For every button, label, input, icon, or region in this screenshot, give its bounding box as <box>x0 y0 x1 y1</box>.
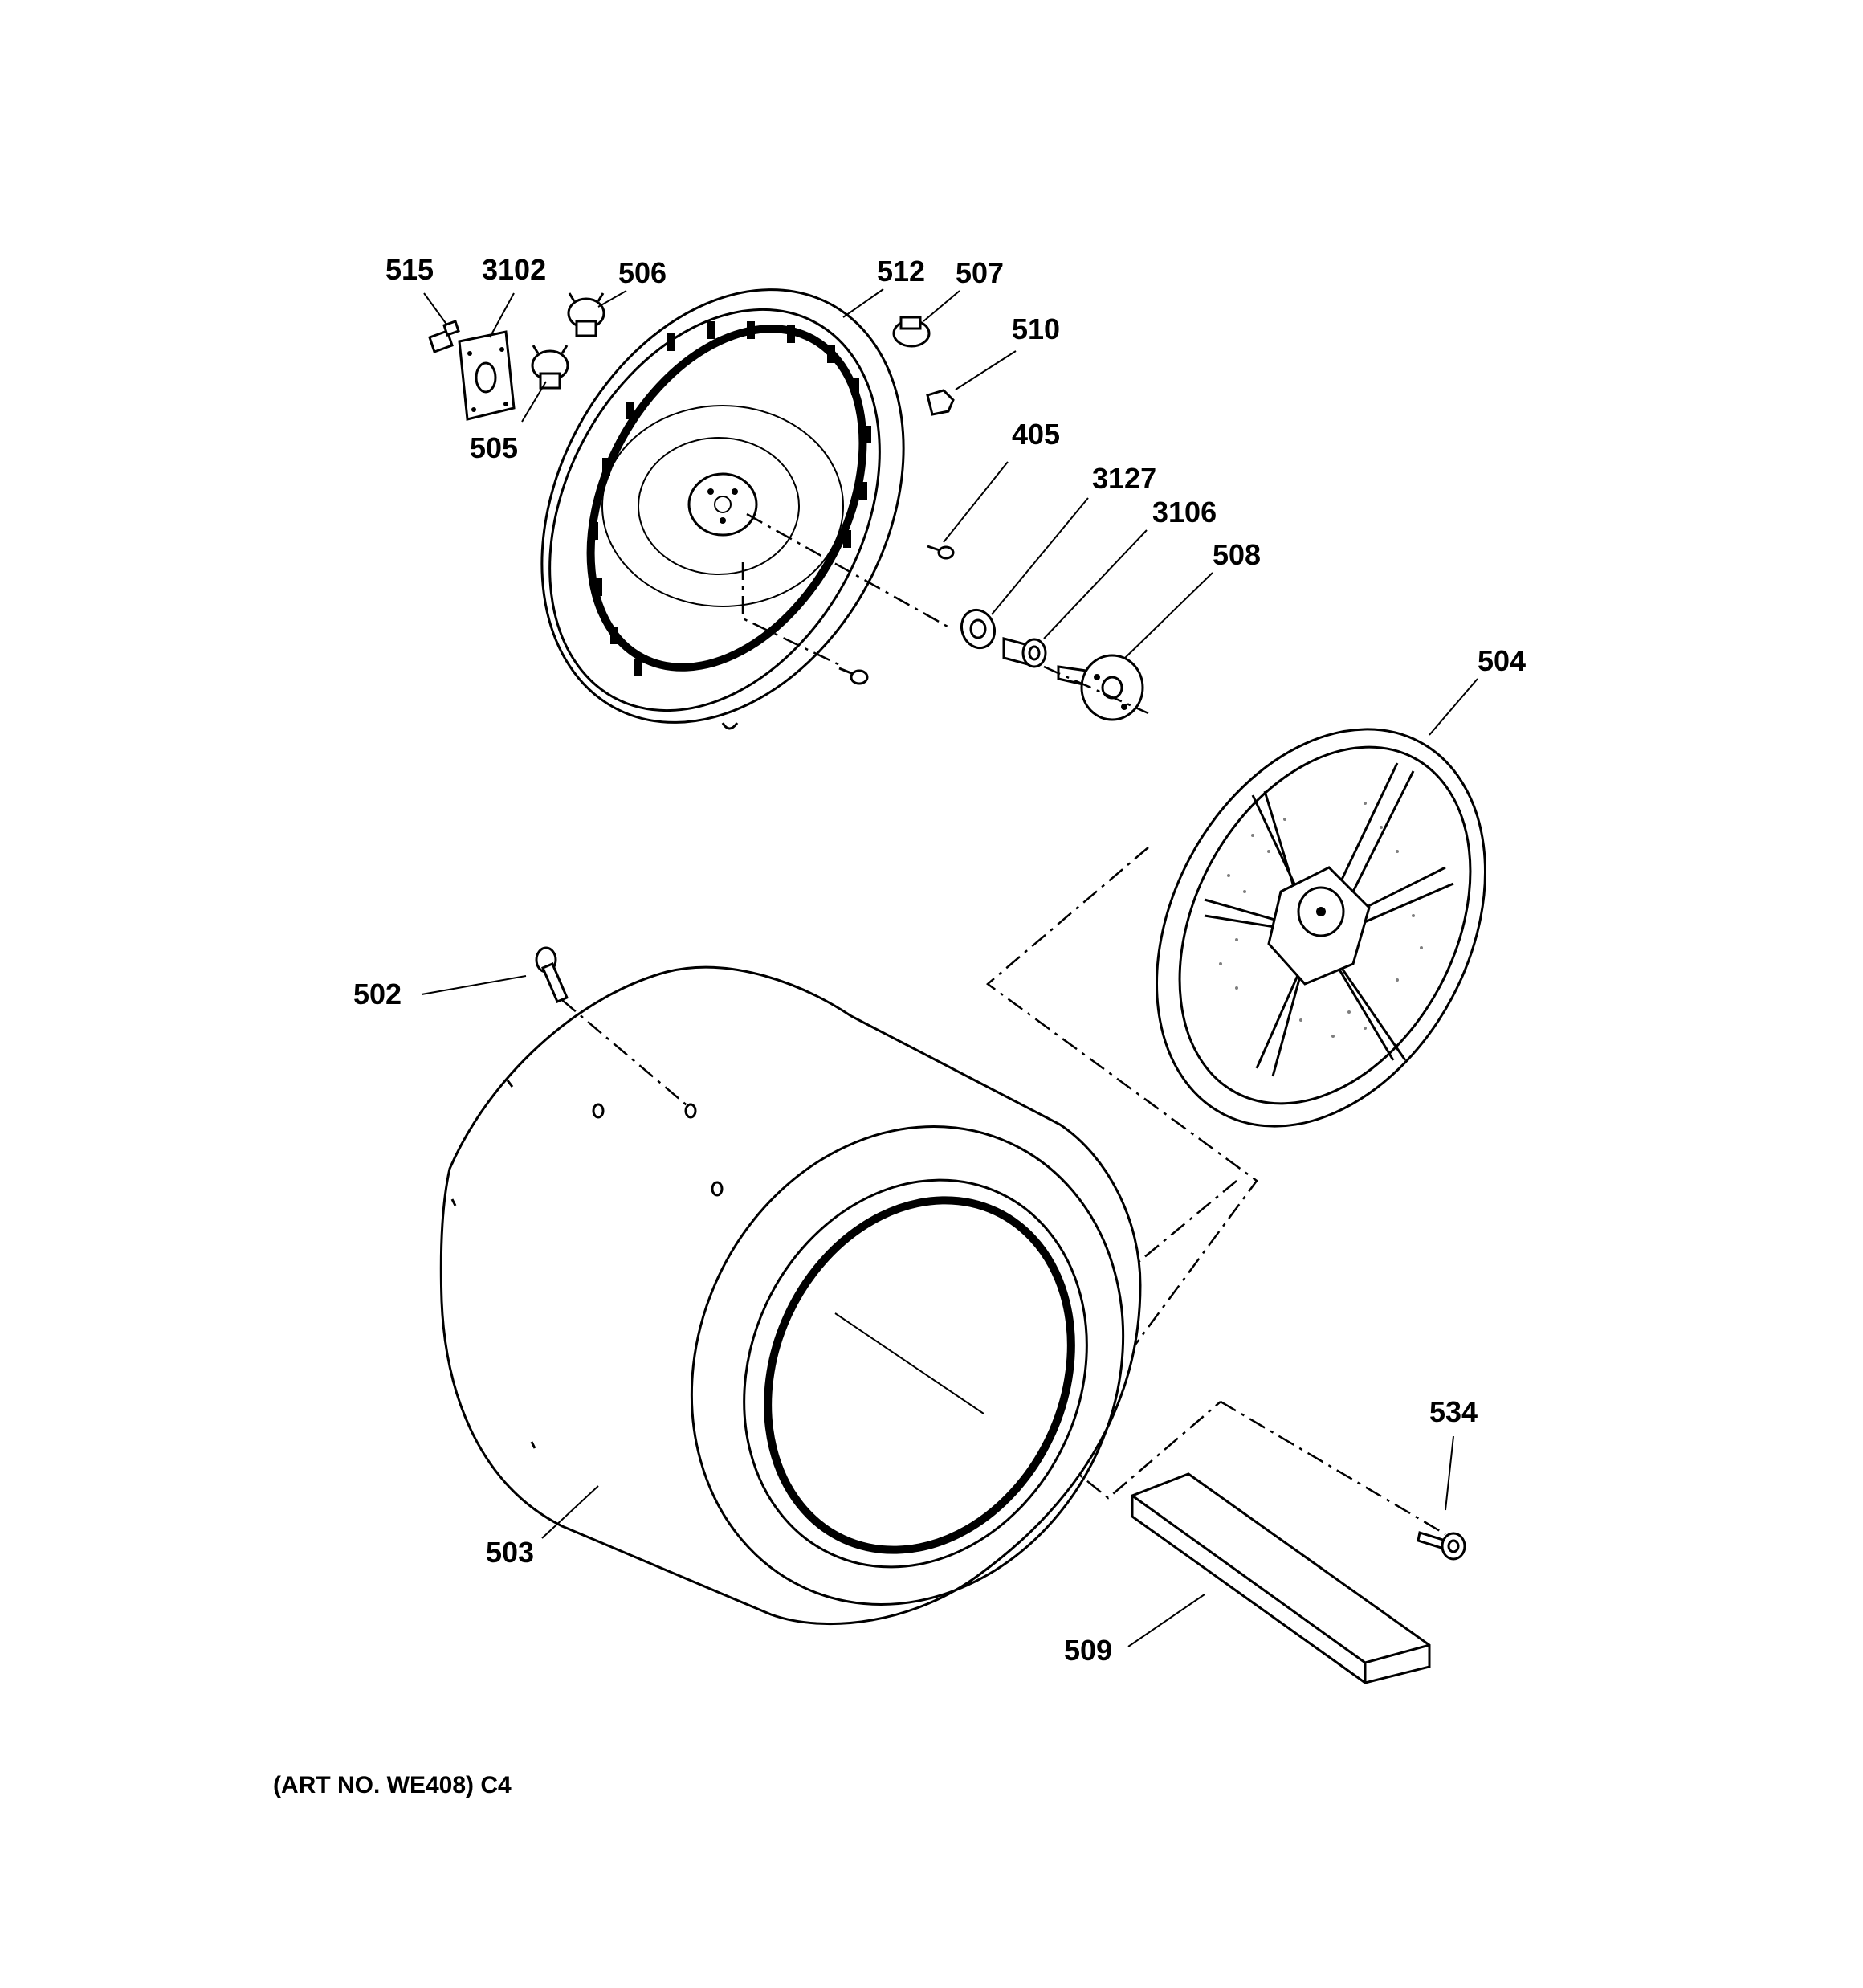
bolt-part-502 <box>535 946 569 1003</box>
thermostat-part-506 <box>567 292 605 337</box>
callout-515: 515 <box>385 253 434 286</box>
baffle-part-509 <box>1131 1472 1431 1684</box>
callout-505: 505 <box>470 431 518 464</box>
drum-part-503 <box>439 965 1142 1626</box>
leader-lines <box>421 288 1478 1647</box>
callout-509: 509 <box>1064 1634 1112 1667</box>
callout-503: 503 <box>486 1536 534 1569</box>
plate-part-3102 <box>458 330 516 421</box>
callout-3106: 3106 <box>1152 496 1217 529</box>
clip-part-515 <box>428 320 460 353</box>
callout-405: 405 <box>1012 418 1060 451</box>
washer-part-3127 <box>960 608 997 650</box>
callout-506: 506 <box>618 256 667 289</box>
callout-3127: 3127 <box>1092 462 1156 495</box>
callout-504: 504 <box>1478 644 1526 677</box>
thermostat-part-505 <box>531 345 569 390</box>
screw-part-405 <box>927 545 955 560</box>
drum-rear-plate-part-504 <box>1156 728 1486 1128</box>
callout-534: 534 <box>1429 1395 1478 1428</box>
shaft-part-508 <box>1057 654 1144 721</box>
callout-3102: 3102 <box>482 253 546 286</box>
callout-510: 510 <box>1012 312 1060 345</box>
clip-part-510 <box>926 389 955 416</box>
fuse-part-507 <box>892 316 931 348</box>
callout-512: 512 <box>877 255 925 288</box>
callout-508: 508 <box>1213 538 1261 571</box>
bearing-part-3106 <box>1002 637 1047 668</box>
callout-507: 507 <box>956 256 1004 289</box>
art-number-caption: (ART NO. WE408) C4 <box>273 1772 512 1798</box>
rear-bulkhead-part-512 <box>540 288 905 730</box>
callout-502: 502 <box>353 978 402 1010</box>
screw-bulkhead-lower <box>838 667 869 685</box>
screw-part-534 <box>1417 1531 1466 1561</box>
